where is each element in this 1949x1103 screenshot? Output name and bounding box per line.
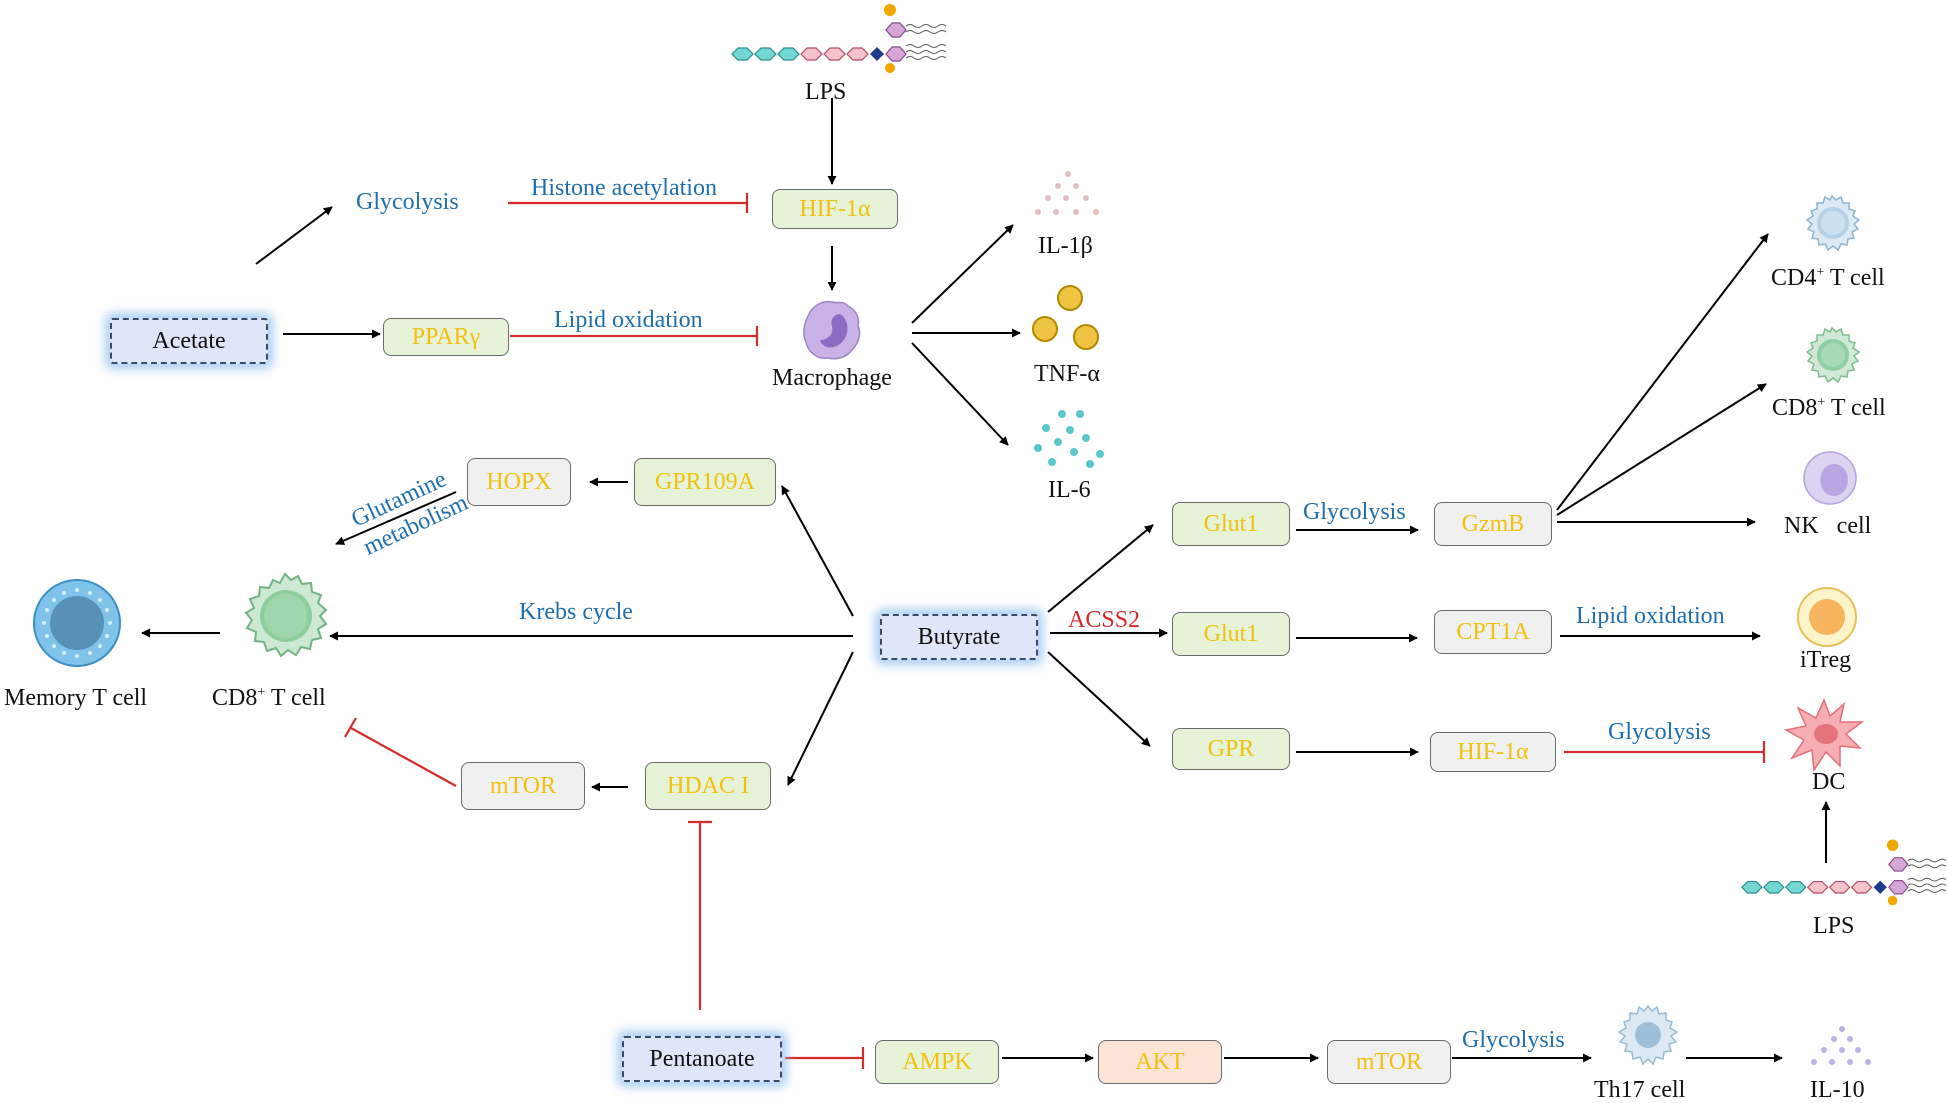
hopx-box: HOPX (467, 458, 571, 506)
arrow-butyrate-to-gpr (1047, 651, 1151, 747)
hif1a-top-box: HIF-1α (772, 189, 898, 229)
th17-cell-icon (1617, 1004, 1679, 1066)
arrow-acetate-to-glycolysis (255, 206, 333, 265)
nk-cell-icon (1803, 451, 1857, 505)
glycolysis-th17-label: Glycolysis (1462, 1027, 1565, 1053)
superscript-plus: + (1816, 265, 1825, 280)
il6-label: IL-6 (1048, 477, 1091, 503)
lps-molecule-icon (731, 4, 947, 73)
arrow-gzmb-to-cd4 (1556, 233, 1769, 511)
il10-label: IL-10 (1810, 1077, 1865, 1103)
il1b-label: IL-1β (1038, 233, 1093, 259)
cytokine-dots-icon (1811, 1026, 1871, 1065)
cd4-t-cell-icon (1805, 194, 1861, 252)
histone-acetylation-label: Histone acetylation (531, 175, 717, 201)
lipid-oxidation-top-label: Lipid oxidation (554, 307, 703, 333)
cd8-left-label: CD8+ T cell (212, 685, 326, 711)
cytokine-dots-icon (1034, 410, 1104, 468)
memory-t-cell-label: Memory T cell (4, 685, 148, 711)
glycolysis-glut1-label: Glycolysis (1303, 499, 1406, 525)
glut1-top-box: Glut1 (1172, 502, 1290, 546)
lps-top-label: LPS (805, 79, 847, 105)
butyrate-box: Butyrate (880, 614, 1038, 660)
gpr109a-box: GPR109A (634, 458, 776, 506)
tnf-particles-icon (1032, 285, 1099, 350)
hdac-i-box: HDAC I (645, 762, 771, 810)
inhibit-mtor-cd8-line (350, 727, 457, 787)
lipid-oxidation-right-label: Lipid oxidation (1576, 603, 1725, 629)
memory-t-cell-icon (33, 579, 121, 667)
cd8-t-cell-icon (1805, 326, 1861, 384)
ppar-gamma-box: PPARγ (383, 318, 509, 356)
superscript-plus: + (257, 685, 266, 700)
hif1a-right-box: HIF-1α (1430, 732, 1556, 772)
pentanoate-box: Pentanoate (622, 1036, 782, 1082)
arrow-butyrate-to-gpr109a (781, 485, 854, 617)
cd4-t-cell-label: CD4+ T cell (1771, 265, 1885, 291)
itreg-cell-icon (1797, 587, 1857, 647)
ampk-box: AMPK (875, 1040, 999, 1084)
macrophage-icon (803, 300, 861, 360)
lps-bottom-label: LPS (1813, 913, 1855, 939)
nk-cell-label: NK cell (1784, 513, 1872, 539)
tnfa-label: TNF-α (1034, 361, 1100, 387)
itreg-label: iTreg (1800, 647, 1852, 673)
mtor-left-box: mTOR (461, 762, 585, 810)
akt-box: AKT (1098, 1040, 1222, 1084)
dc-label: DC (1812, 769, 1846, 795)
macrophage-label: Macrophage (772, 365, 892, 391)
glut1-mid-box: Glut1 (1172, 612, 1290, 656)
cpt1a-box: CPT1A (1434, 610, 1552, 654)
arrow-macrophage-to-il6 (911, 342, 1009, 446)
gpr-box: GPR (1172, 728, 1290, 770)
inhibit-mtor-cd8-bar (344, 717, 357, 738)
th17-cell-label: Th17 cell (1594, 1077, 1686, 1103)
acetate-box: Acetate (110, 318, 268, 364)
glycolysis-acetate-label: Glycolysis (356, 189, 459, 215)
cytokine-dots-icon (1035, 171, 1099, 215)
dendritic-cell-icon (1784, 698, 1865, 772)
arrow-hopx-to-cd8 (335, 491, 457, 545)
glycolysis-dc-label: Glycolysis (1608, 719, 1711, 745)
arrow-macrophage-to-il1b (911, 224, 1014, 324)
superscript-plus: + (1817, 395, 1826, 410)
mtor-bottom-box: mTOR (1327, 1040, 1451, 1084)
lps-molecule-icon (1741, 839, 1947, 906)
gzmb-box: GzmB (1434, 502, 1552, 546)
arrow-butyrate-to-hdac (787, 651, 854, 786)
acss2-label: ACSS2 (1068, 607, 1141, 633)
arrow-gzmb-to-cd8 (1556, 383, 1767, 516)
cd8-t-cell-right-label: CD8+ T cell (1772, 395, 1886, 421)
arrow-butyrate-to-glut1-top (1047, 524, 1154, 613)
cd8-t-cell-icon (244, 572, 328, 658)
krebs-cycle-label: Krebs cycle (519, 599, 633, 625)
